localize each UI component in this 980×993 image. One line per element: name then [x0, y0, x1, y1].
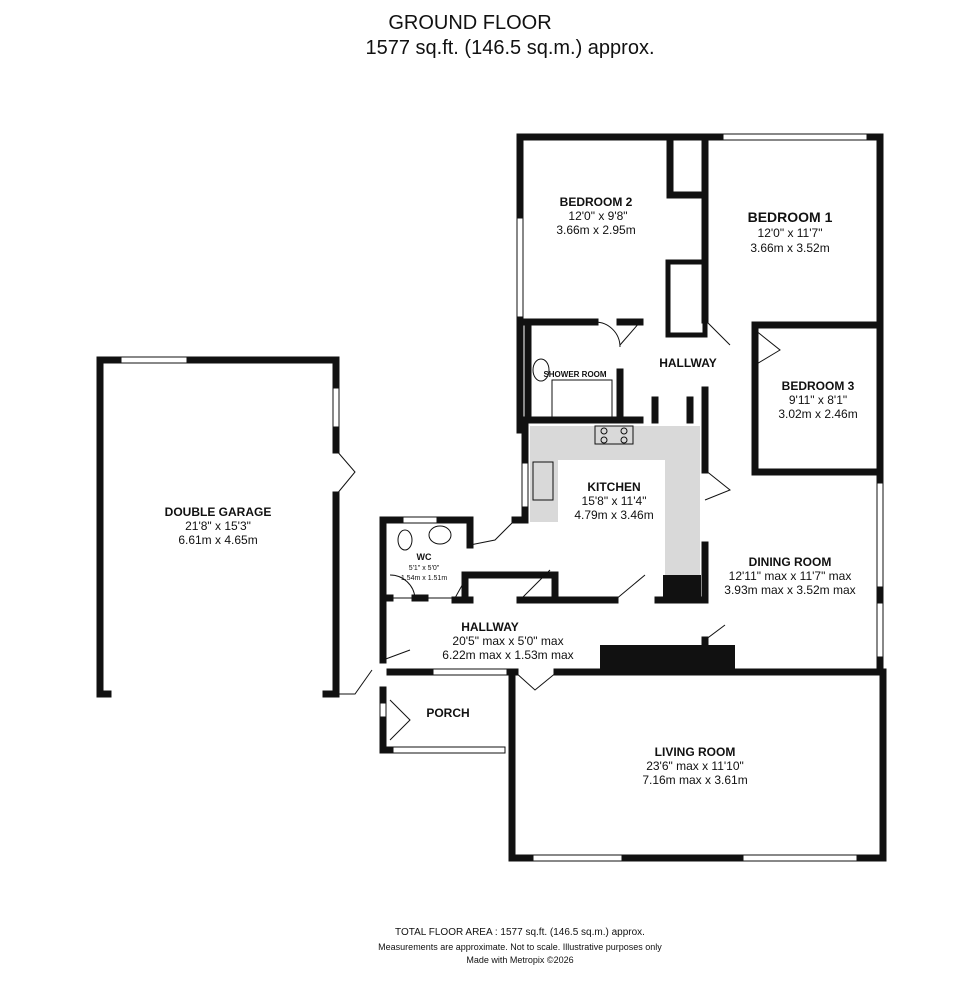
wc-toilet-icon [397, 529, 413, 551]
dining-name: DINING ROOM [749, 555, 832, 569]
basin-icon [428, 525, 452, 545]
living-name: LIVING ROOM [655, 745, 736, 759]
bedroom2-imperial: 12'0" x 9'8" [568, 209, 627, 223]
hob-icon [594, 425, 634, 445]
bedroom2-name: BEDROOM 2 [560, 195, 633, 209]
bedroom3-imperial: 9'11" x 8'1" [789, 393, 847, 407]
bedroom1-metric: 3.66m x 3.52m [750, 241, 829, 255]
hallway-upper-name: HALLWAY [659, 356, 717, 370]
hallway-lower-imperial: 20'5" max x 5'0" max [452, 634, 563, 648]
disclaimer: Measurements are approximate. Not to sca… [378, 942, 662, 952]
bedroom3-name: BEDROOM 3 [782, 379, 855, 393]
total-floor-area: TOTAL FLOOR AREA : 1577 sq.ft. (146.5 sq… [395, 927, 645, 938]
living-imperial: 23'6" max x 11'10" [646, 759, 744, 773]
floor-title: GROUND FLOOR [388, 12, 552, 34]
sink-icon [532, 461, 554, 501]
dining-metric: 3.93m max x 3.52m max [724, 583, 855, 597]
toilet-icon [532, 358, 550, 382]
kitchen-floor [530, 426, 700, 595]
fixtures [397, 358, 634, 551]
wc-imperial: 5'1" x 5'0" [409, 565, 440, 572]
walls [96, 133, 887, 862]
living-metric: 7.16m max x 3.61m [642, 773, 747, 787]
garage-imperial: 21'8" x 15'3" [185, 519, 251, 533]
garage-metric: 6.61m x 4.65m [178, 533, 257, 547]
bedroom2-metric: 3.66m x 2.95m [556, 223, 635, 237]
bedroom1-imperial: 12'0" x 11'7" [758, 226, 823, 240]
hallway-lower-name: HALLWAY [461, 620, 519, 634]
kitchen-metric: 4.79m x 3.46m [574, 508, 653, 522]
windows [117, 133, 884, 862]
bedroom3-metric: 3.02m x 2.46m [778, 407, 857, 421]
kitchen-name: KITCHEN [587, 480, 640, 494]
doors[interactable] [326, 319, 781, 741]
room-labels: BEDROOM 2 12'0" x 9'8" 3.66m x 2.95m BED… [165, 195, 858, 787]
shower-room-name: SHOWER ROOM [543, 370, 606, 379]
dining-imperial: 12'11" max x 11'7" max [729, 569, 852, 583]
shower-tray-icon [551, 379, 613, 419]
chimney-breast [663, 575, 701, 598]
kitchen-imperial: 15'8" x 11'4" [582, 494, 647, 508]
bedroom1-name: BEDROOM 1 [748, 209, 833, 225]
porch-name: PORCH [426, 706, 469, 720]
garage-name: DOUBLE GARAGE [165, 505, 272, 519]
hallway-lower-metric: 6.22m max x 1.53m max [442, 648, 573, 662]
credit: Made with Metropix ©2026 [466, 955, 574, 965]
wc-name: WC [417, 552, 432, 562]
floor-area: 1577 sq.ft. (146.5 sq.m.) approx. [365, 37, 655, 59]
wc-metric: 1.54m x 1.51m [401, 575, 447, 582]
fireplace [600, 645, 735, 672]
